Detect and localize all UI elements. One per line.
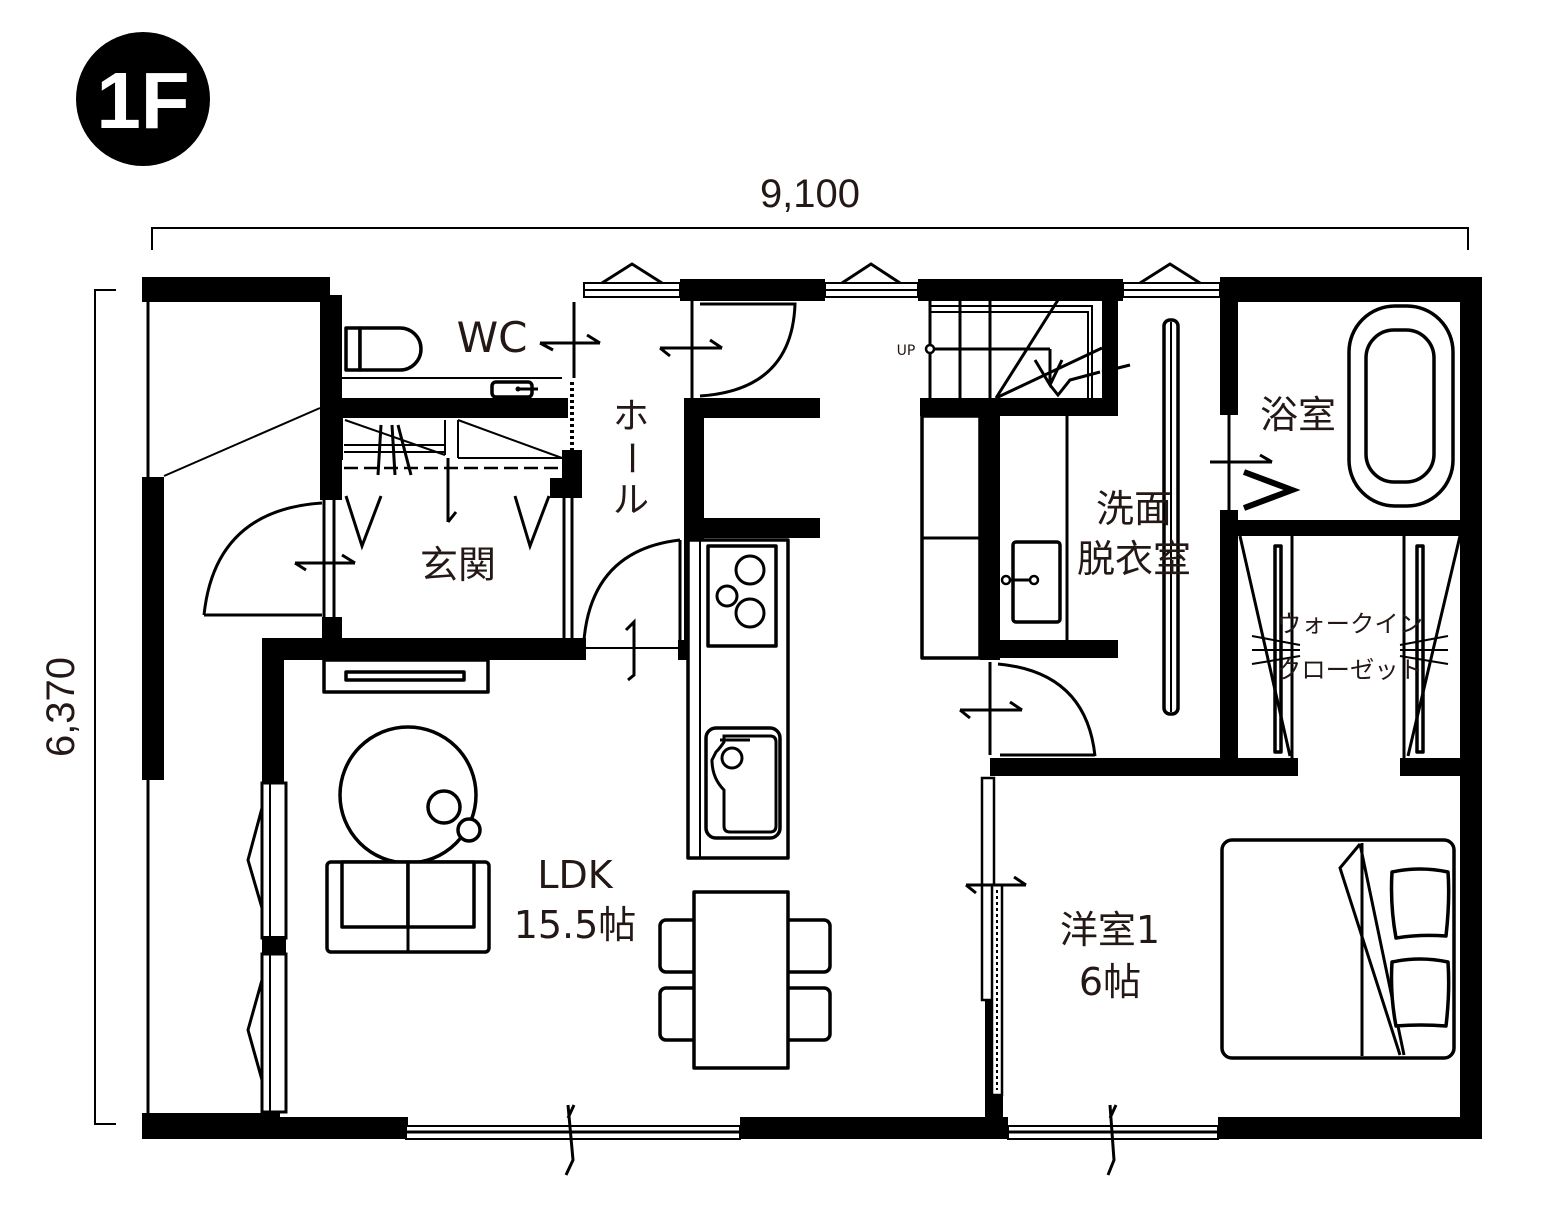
room-labels: WC ホ ー ル 玄関 LDK 15.5帖 洗面 脱衣室 浴室 ウォークイン ク… xyxy=(420,313,1423,1004)
height-dimension-label: 6,370 xyxy=(39,657,83,757)
entrance-fixtures xyxy=(163,407,574,638)
window-bedroom-south xyxy=(1007,1104,1219,1176)
width-dimension: 9,100 xyxy=(151,172,1469,250)
window-ldk-south xyxy=(405,1104,741,1176)
bottom-windows xyxy=(405,1104,1219,1176)
kitchen-counter xyxy=(686,538,790,860)
top-windows xyxy=(583,262,1221,298)
room-label-hall-2: ー xyxy=(610,440,651,476)
living-furniture xyxy=(322,658,491,954)
floor-badge: 1F xyxy=(76,32,210,166)
room-label-wic-1: ウォークイン xyxy=(1277,610,1423,638)
walk-in-closet-fixtures xyxy=(1238,535,1462,758)
bathroom-fixtures xyxy=(1210,304,1455,511)
exterior-walls xyxy=(142,277,1482,1139)
room-label-bedroom-size: 6帖 xyxy=(1079,960,1141,1004)
window-hall xyxy=(583,262,681,298)
stairs: UP xyxy=(897,299,1131,400)
toilet xyxy=(342,302,601,450)
room-label-washroom-2: 脱衣室 xyxy=(1077,537,1191,581)
room-label-ldk: LDK xyxy=(537,853,613,897)
dining-set xyxy=(658,890,832,1070)
room-label-wic-2: クローゼット xyxy=(1277,656,1423,684)
stairs-up-label: UP xyxy=(897,343,916,359)
hall-doors xyxy=(578,300,797,682)
room-label-hall-1: ホ xyxy=(613,396,649,437)
width-dimension-label: 9,100 xyxy=(760,172,860,216)
room-label-washroom-1: 洗面 xyxy=(1096,487,1172,531)
ldk-west-windows xyxy=(246,781,288,1114)
room-label-entrance: 玄関 xyxy=(420,543,496,587)
bedroom-fixtures xyxy=(965,776,1456,1097)
room-label-bath: 浴室 xyxy=(1260,393,1336,437)
window-stair xyxy=(824,262,919,298)
washroom-fixtures xyxy=(920,318,1180,757)
height-dimension: 6,370 xyxy=(39,289,116,1125)
room-label-bedroom: 洋室1 xyxy=(1060,908,1160,952)
floor-badge-label: 1F xyxy=(96,56,189,145)
room-label-wc: WC xyxy=(457,313,528,362)
room-label-hall-3: ル xyxy=(613,480,649,521)
window-washroom xyxy=(1122,262,1221,298)
room-label-ldk-size: 15.5帖 xyxy=(514,903,637,947)
